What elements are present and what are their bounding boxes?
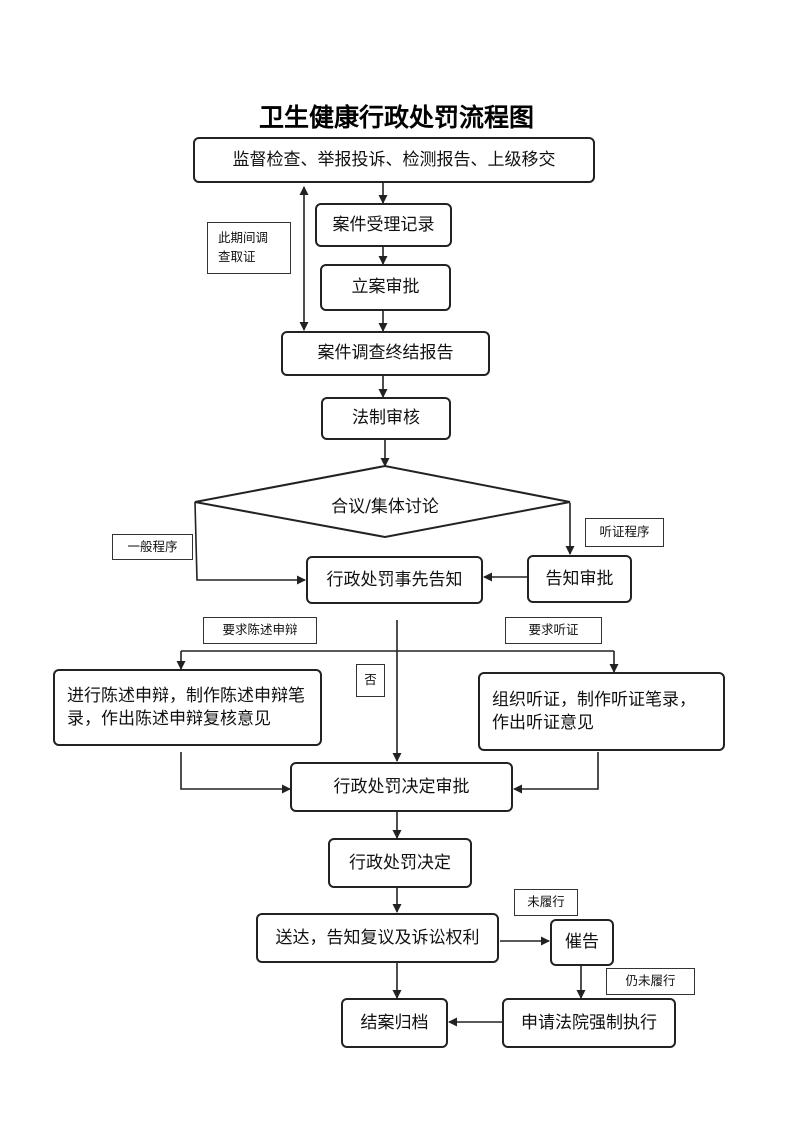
node-delivery: 送达，告知复议及诉讼权利 (256, 913, 499, 963)
node-hearing: 组织听证，制作听证笔录，作出听证意见 (478, 672, 725, 751)
note-hearing-procedure: 听证程序 (585, 518, 664, 547)
discussion-diamond (194, 464, 571, 539)
note-request-statement: 要求陈述申辩 (203, 617, 317, 644)
node-investigation-report: 案件调查终结报告 (281, 331, 490, 376)
node-case-closing: 结案归档 (341, 998, 448, 1048)
node-filing-approval: 立案审批 (320, 264, 451, 311)
node-statement-defense: 进行陈述申辩，制作陈述申辩笔录，作出陈述申辩复核意见 (53, 669, 322, 746)
node-legal-review: 法制审核 (321, 397, 451, 440)
arrow-general-procedure (194, 501, 306, 585)
note-not-performed: 未履行 (514, 889, 578, 916)
note-investigation-period: 此期间调查取证 (207, 222, 291, 274)
node-court-enforcement: 申请法院强制执行 (502, 998, 676, 1048)
node-urge: 催告 (550, 919, 614, 966)
node-decision: 行政处罚决定 (328, 838, 472, 888)
page-title: 卫生健康行政处罚流程图 (258, 103, 534, 132)
note-general-procedure: 一般程序 (112, 534, 193, 560)
node-decision-approval: 行政处罚决定审批 (290, 762, 513, 812)
node-sources: 监督检查、举报投诉、检测报告、上级移交 (193, 137, 595, 183)
node-collective-discussion: 合议/集体讨论 (331, 497, 439, 517)
node-prior-notice: 行政处罚事先告知 (306, 556, 483, 604)
note-no: 否 (356, 664, 385, 697)
node-notice-approval: 告知审批 (527, 555, 632, 603)
arrow-statement-to-decision (180, 752, 291, 794)
arrow-hearing-to-decision (513, 752, 599, 794)
node-case-record: 案件受理记录 (315, 203, 452, 247)
note-request-hearing: 要求听证 (505, 617, 602, 644)
note-still-not-performed: 仍未履行 (606, 968, 695, 995)
